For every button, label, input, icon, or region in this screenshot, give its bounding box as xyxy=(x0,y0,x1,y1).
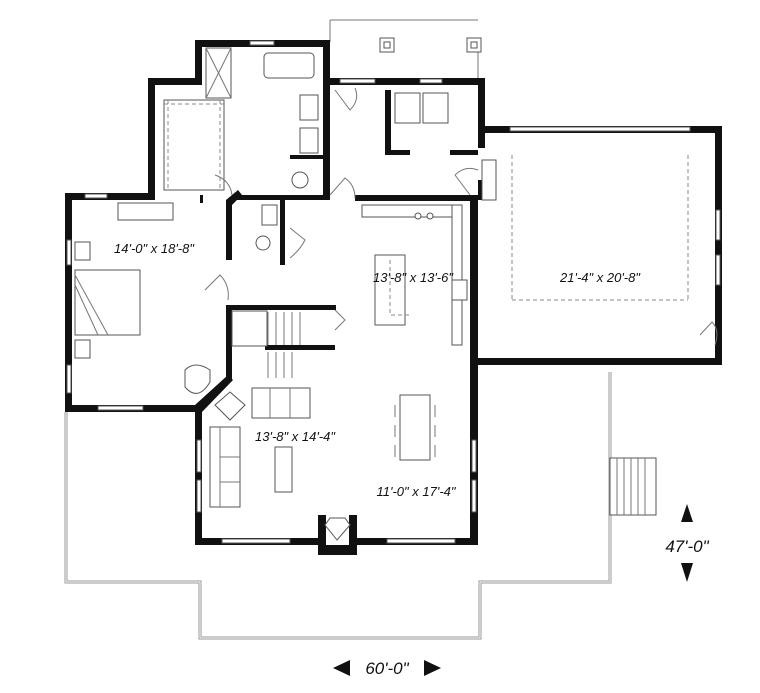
room-label-kitchen: 13'-8" x 13'-6" xyxy=(373,270,454,285)
doors xyxy=(204,87,718,346)
overall-width-label: 60'-0" xyxy=(365,659,409,678)
arrow-up-icon xyxy=(681,504,693,522)
room-label-dining-room: 11'-0" x 17'-4" xyxy=(377,484,457,499)
room-label-living-room: 13'-8" x 14'-4" xyxy=(255,429,336,444)
overall-depth-label: 47'-0" xyxy=(665,537,709,556)
room-label-master-bedroom: 14'-0" x 18'-8" xyxy=(114,241,195,256)
windows xyxy=(66,40,721,544)
arrow-left-icon xyxy=(333,660,350,676)
furniture xyxy=(74,47,689,541)
porch-railing xyxy=(64,19,612,640)
deck-stairs xyxy=(609,457,657,516)
porch-posts xyxy=(379,37,482,53)
room-label-garage: 21'-4" x 20'-8" xyxy=(559,270,641,285)
arrow-right-icon xyxy=(424,660,441,676)
arrow-down-icon xyxy=(681,563,693,582)
